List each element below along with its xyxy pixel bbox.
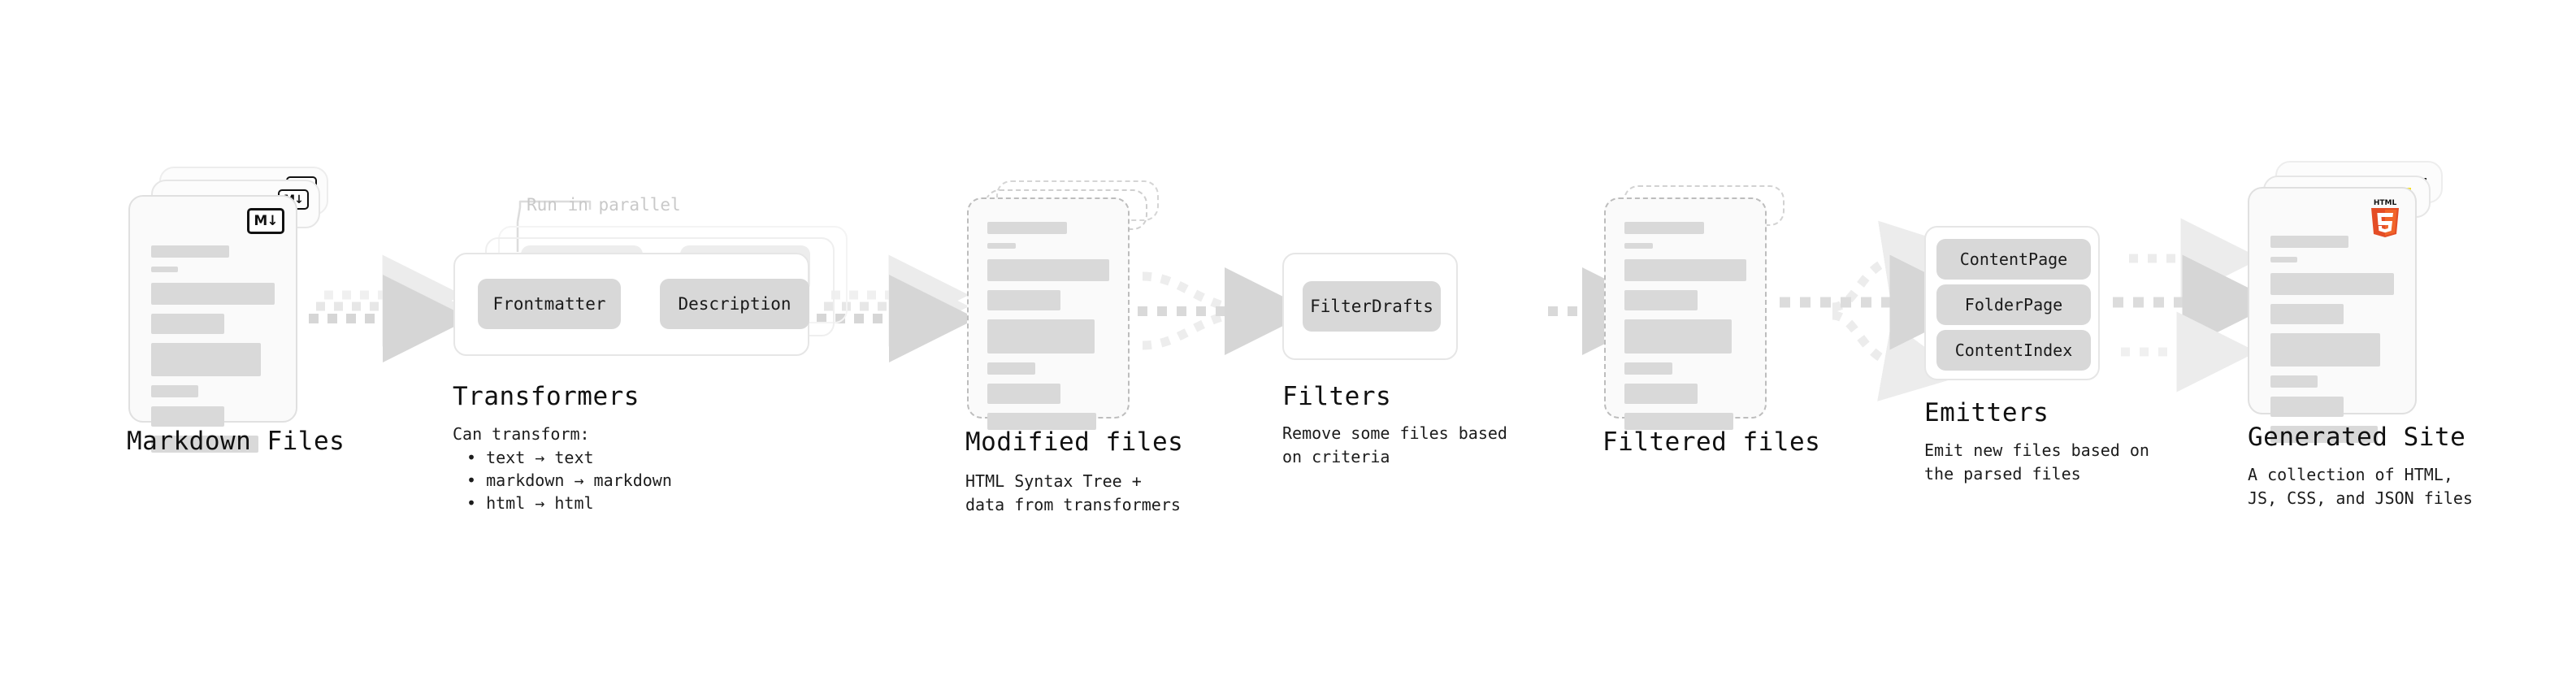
bar <box>1624 362 1672 375</box>
bar <box>1624 243 1653 249</box>
bar <box>1624 384 1698 404</box>
bar <box>2270 426 2379 443</box>
arrow-filtered-to-emitters <box>1780 220 1985 401</box>
modified-card-bars <box>987 222 1109 439</box>
stage-title-modified-files: Modified files <box>965 427 1184 457</box>
bar <box>1624 319 1732 354</box>
bar <box>151 343 262 376</box>
emitter-pill-contentindex-label: ContentIndex <box>1954 340 2073 360</box>
bar <box>987 362 1035 375</box>
bar <box>987 259 1109 281</box>
emitter-pill-contentpage[interactable]: ContentPage <box>1936 239 2091 280</box>
transformer-pill-frontmatter-label: Frontmatter <box>492 294 606 314</box>
site-card-front: HTML <box>2248 187 2417 443</box>
bar <box>151 385 198 397</box>
bar <box>987 413 1096 430</box>
filtered-card-bars <box>1624 222 1746 439</box>
markdown-card-front: M↓ <box>128 195 297 453</box>
transformers-bullet-0: • text → text <box>466 448 594 467</box>
bar <box>1624 222 1704 234</box>
stage-subtitle-emitters: Emit new files based on the parsed files <box>1924 440 2149 484</box>
bar <box>151 245 229 258</box>
bar <box>2270 304 2344 324</box>
markdown-icon-label-front: M↓ <box>254 212 278 229</box>
run-in-parallel-note: Run in parallel <box>527 195 681 215</box>
bar <box>2270 333 2381 367</box>
emitter-pill-contentpage-label: ContentPage <box>1959 249 2068 269</box>
bar <box>151 314 224 334</box>
bar <box>987 243 1016 249</box>
emitter-pill-folderpage-label: FolderPage <box>1964 295 2063 314</box>
site-card-bars <box>2270 236 2394 452</box>
transformer-pill-description[interactable]: Description <box>660 279 809 329</box>
bar <box>987 222 1067 234</box>
transformer-pill-frontmatter[interactable]: Frontmatter <box>478 279 621 329</box>
stage-subtitle-generated-site: A collection of HTML, JS, CSS, and JSON … <box>2248 465 2473 508</box>
bar <box>2270 397 2344 417</box>
emitters-group: ContentPage FolderPage ContentIndex <box>1924 226 2100 380</box>
bar <box>987 384 1060 404</box>
bar <box>2270 273 2394 295</box>
bar <box>2270 257 2298 262</box>
bar <box>1624 413 1733 430</box>
bar <box>1624 290 1698 310</box>
bar <box>2270 375 2318 388</box>
arrow-modified-to-filters <box>1138 267 1312 355</box>
bar <box>987 319 1095 354</box>
bar <box>151 283 275 305</box>
html5-icon: HTML <box>2368 197 2402 237</box>
bar <box>151 406 224 427</box>
filtered-card-front <box>1604 197 1767 430</box>
modified-card-front <box>967 197 1130 430</box>
filters-group: FilterDrafts <box>1282 253 1458 360</box>
stage-title-emitters: Emitters <box>1924 398 2049 427</box>
stage-title-markdown-files: Markdown Files <box>127 427 345 456</box>
stage-subtitle-transformers: Can transform: <box>453 424 590 444</box>
stage-title-filtered-files: Filtered files <box>1602 427 1821 457</box>
bar <box>1624 259 1746 281</box>
transformers-group-layer-1: Frontmatter Description <box>453 253 809 356</box>
stage-title-transformers: Transformers <box>453 382 640 411</box>
arrow-emitters-to-site <box>2113 218 2278 393</box>
arrow-markdown-to-transformers <box>309 254 471 362</box>
bar <box>151 267 179 272</box>
filter-pill-filterdrafts-label: FilterDrafts <box>1310 297 1433 316</box>
bar <box>2270 236 2348 248</box>
bar <box>987 290 1060 310</box>
emitter-pill-contentindex[interactable]: ContentIndex <box>1936 330 2091 371</box>
markdown-card-bars <box>151 245 275 462</box>
stage-title-generated-site: Generated Site <box>2248 423 2466 452</box>
bar <box>151 436 259 453</box>
stage-subtitle-filters: Remove some files based on criteria <box>1282 423 1507 466</box>
transformers-bullet-2: • html → html <box>466 493 594 513</box>
svg-text:HTML: HTML <box>2374 199 2397 207</box>
markdown-icon-front: M↓ <box>247 208 284 234</box>
stage-title-filters: Filters <box>1282 382 1392 411</box>
transformers-bullet-1: • markdown → markdown <box>466 471 672 490</box>
filter-pill-filterdrafts[interactable]: FilterDrafts <box>1303 281 1441 332</box>
stage-subtitle-modified-files: HTML Syntax Tree + data from transformer… <box>965 471 1181 514</box>
transformer-pill-description-label: Description <box>678 294 791 314</box>
emitter-pill-folderpage[interactable]: FolderPage <box>1936 284 2091 325</box>
